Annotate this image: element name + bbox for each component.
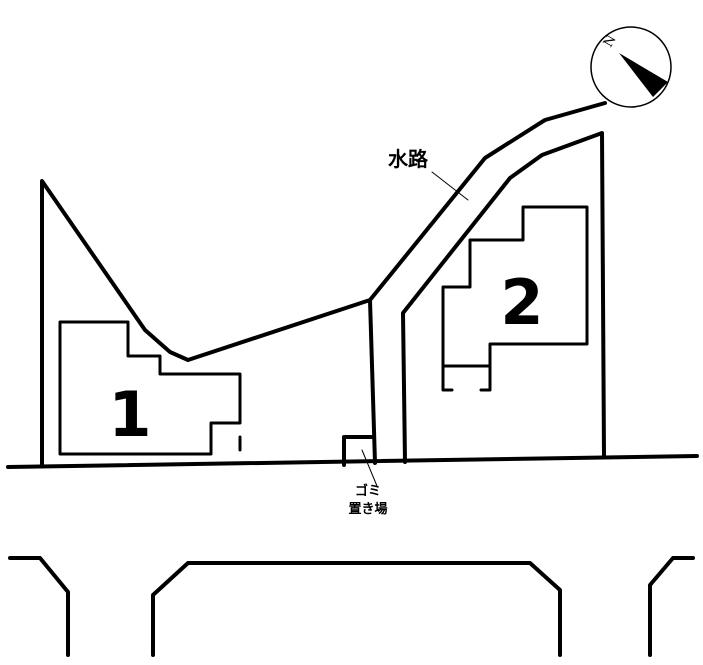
lot-1-number: 1 [108, 378, 151, 451]
compass: N [590, 26, 672, 108]
garbage-label-line1: ゴミ [355, 483, 381, 499]
waterway-left-edge [368, 101, 607, 465]
garbage-area-box [342, 435, 376, 467]
lot-1-boundary [40, 179, 372, 467]
building-1-outline [58, 320, 242, 456]
waterway-leader-line [431, 171, 469, 201]
road-curb-middle [151, 561, 562, 657]
waterway-right-edge [401, 131, 606, 464]
garbage-label-line2: 置き場 [348, 501, 387, 517]
north-arrow-icon [619, 53, 668, 97]
road-curb-right [648, 556, 695, 657]
road-curb-left [8, 556, 70, 657]
lot-2-number: 2 [500, 266, 543, 339]
garbage-leader-line [361, 449, 378, 487]
waterway-label: 水路 [388, 147, 429, 171]
building-2-carport-left [441, 364, 454, 392]
road-edge-line [6, 454, 699, 469]
building-2-carport-right [479, 364, 492, 392]
